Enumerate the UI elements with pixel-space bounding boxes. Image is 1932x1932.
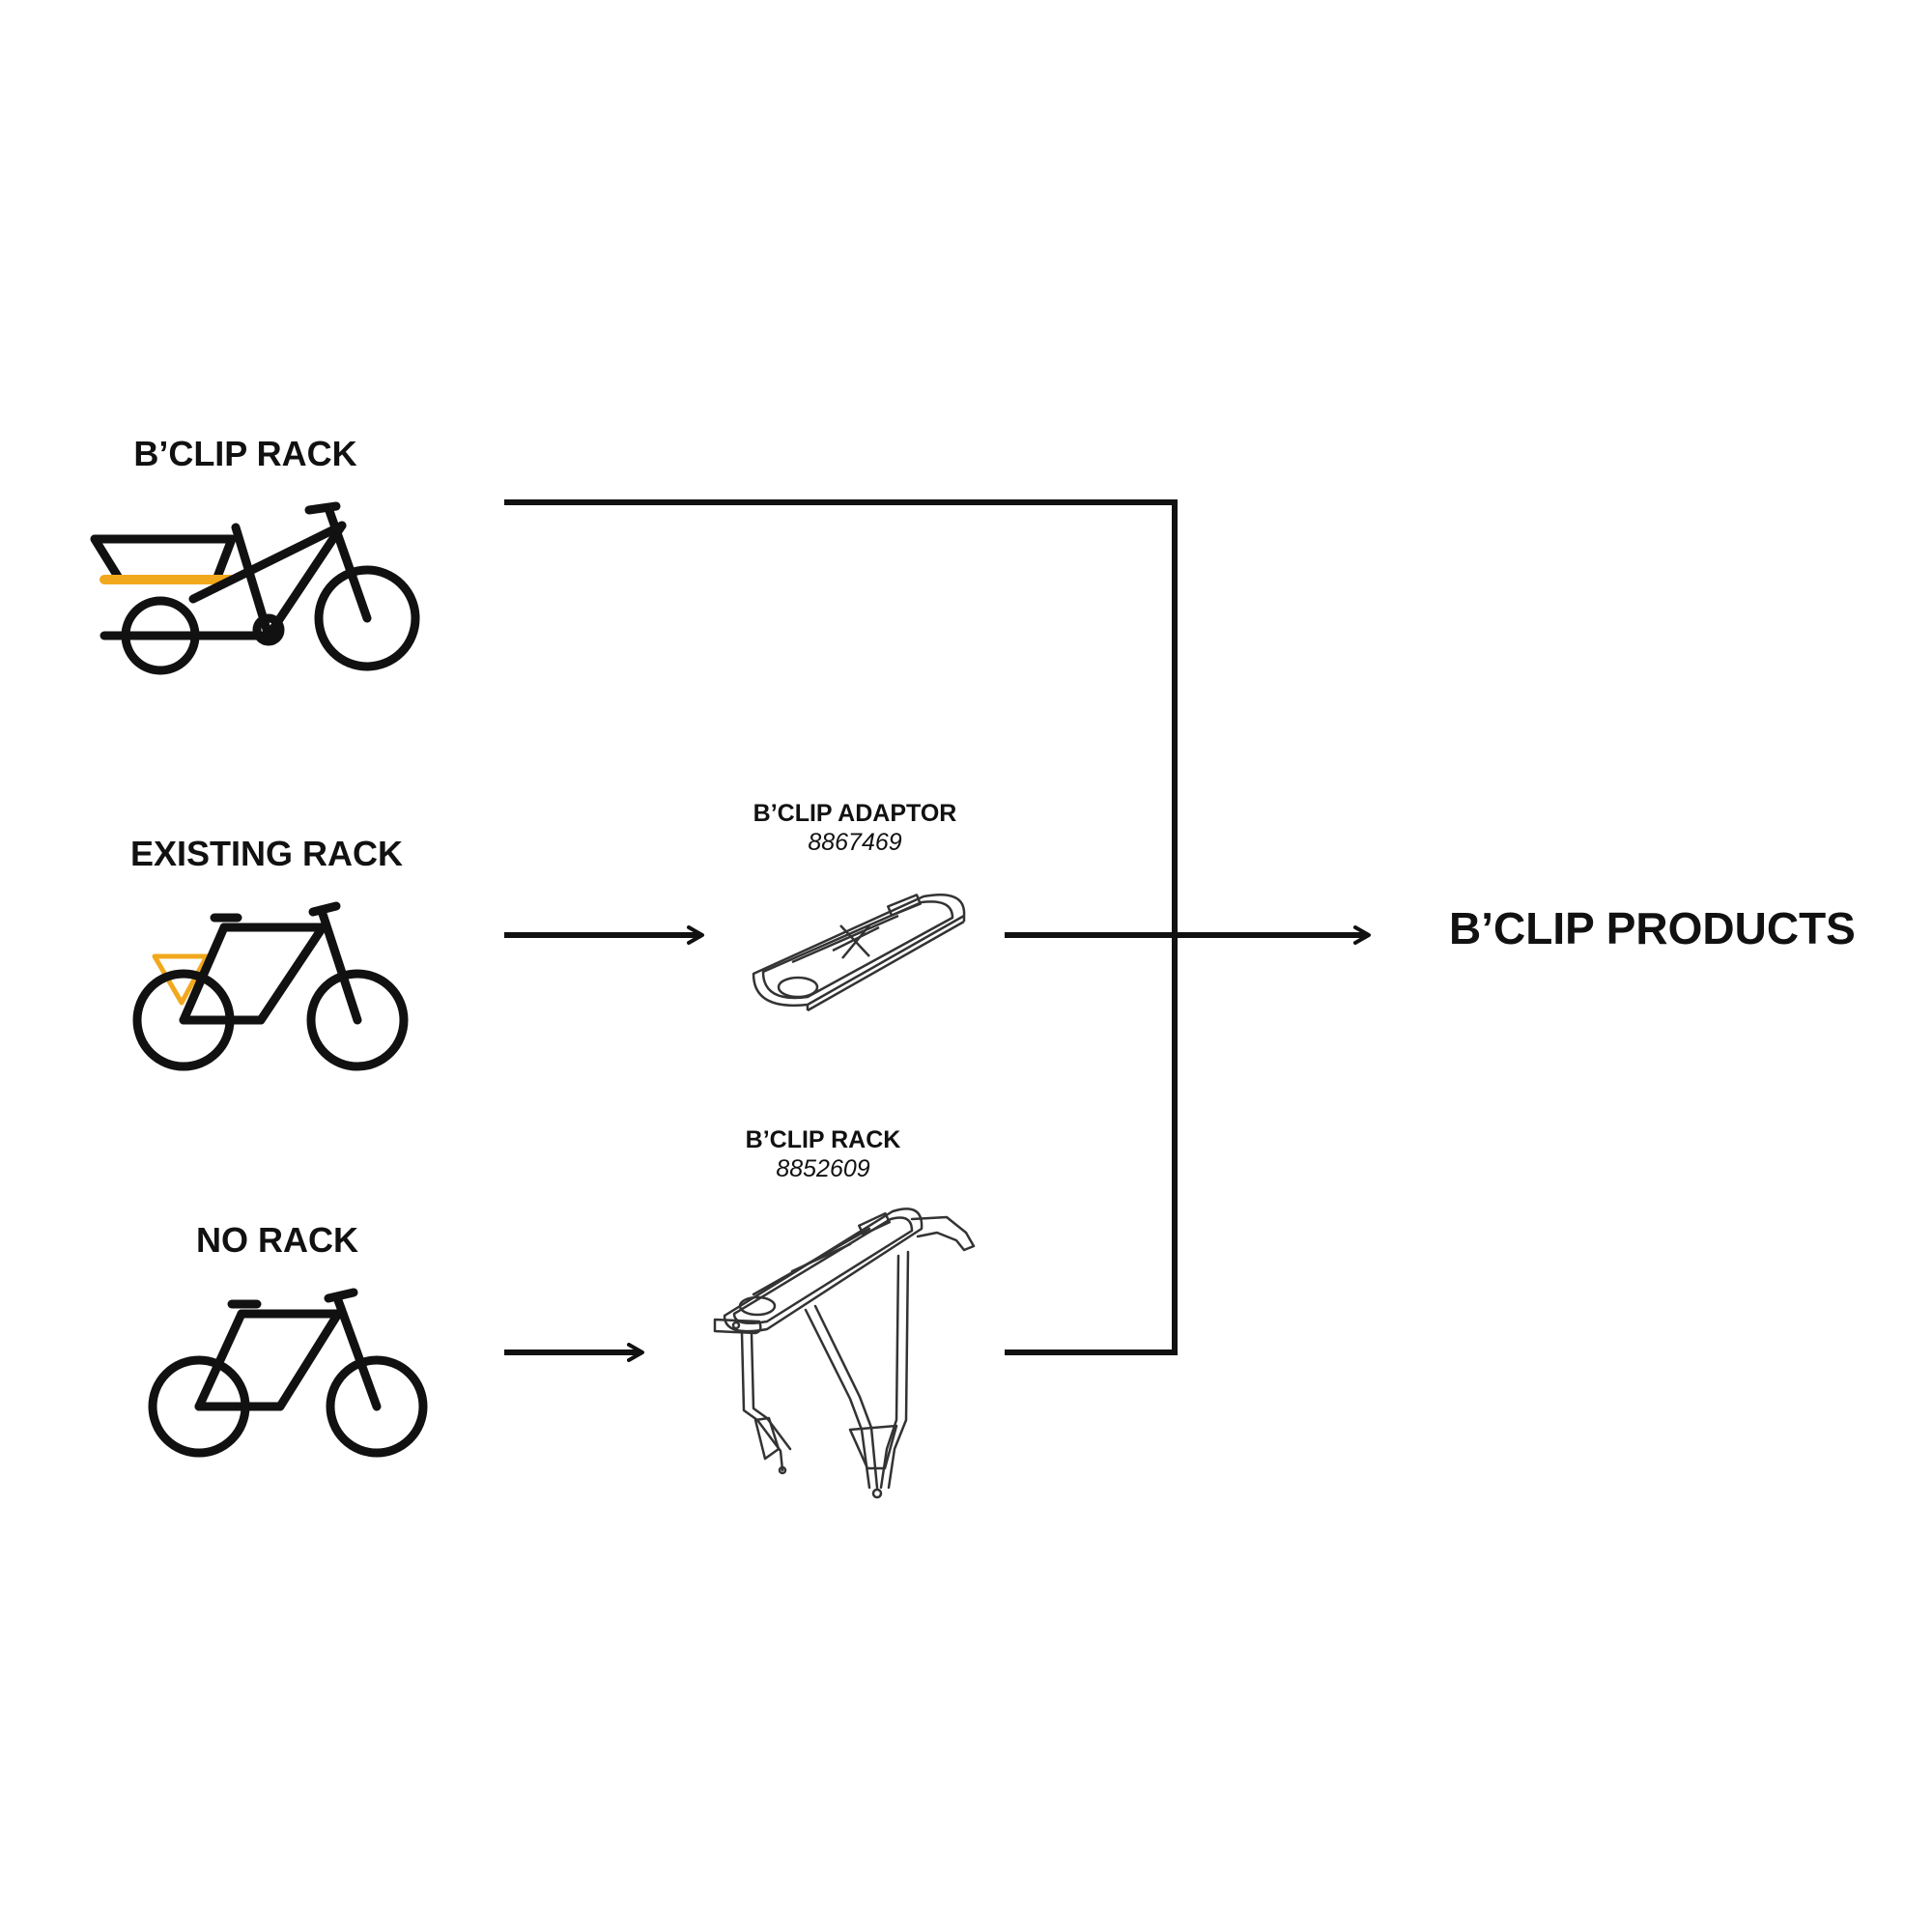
bike-with-rack-icon (132, 901, 409, 1071)
connector-top (504, 499, 1178, 1355)
product-label-adaptor: B’CLIP ADAPTOR (753, 800, 957, 827)
product-code-rack: 8852609 (776, 1155, 870, 1182)
source-label-no-rack: NO RACK (196, 1220, 358, 1260)
adaptor-plate-icon (752, 893, 966, 1012)
arrows (504, 925, 1371, 1362)
bike-icon (148, 1288, 428, 1458)
rear-rack-icon (713, 1208, 976, 1499)
product-label-rack: B’CLIP RACK (745, 1126, 901, 1153)
output-label: B’CLIP PRODUCTS (1449, 903, 1856, 953)
product-code-adaptor: 8867469 (808, 829, 902, 856)
connector-lines (504, 499, 1178, 1355)
source-label-existing-rack: EXISTING RACK (129, 834, 404, 873)
cargo-bike-icon (90, 501, 420, 675)
source-label-bclip-rack: B’CLIP RACK (133, 434, 357, 473)
